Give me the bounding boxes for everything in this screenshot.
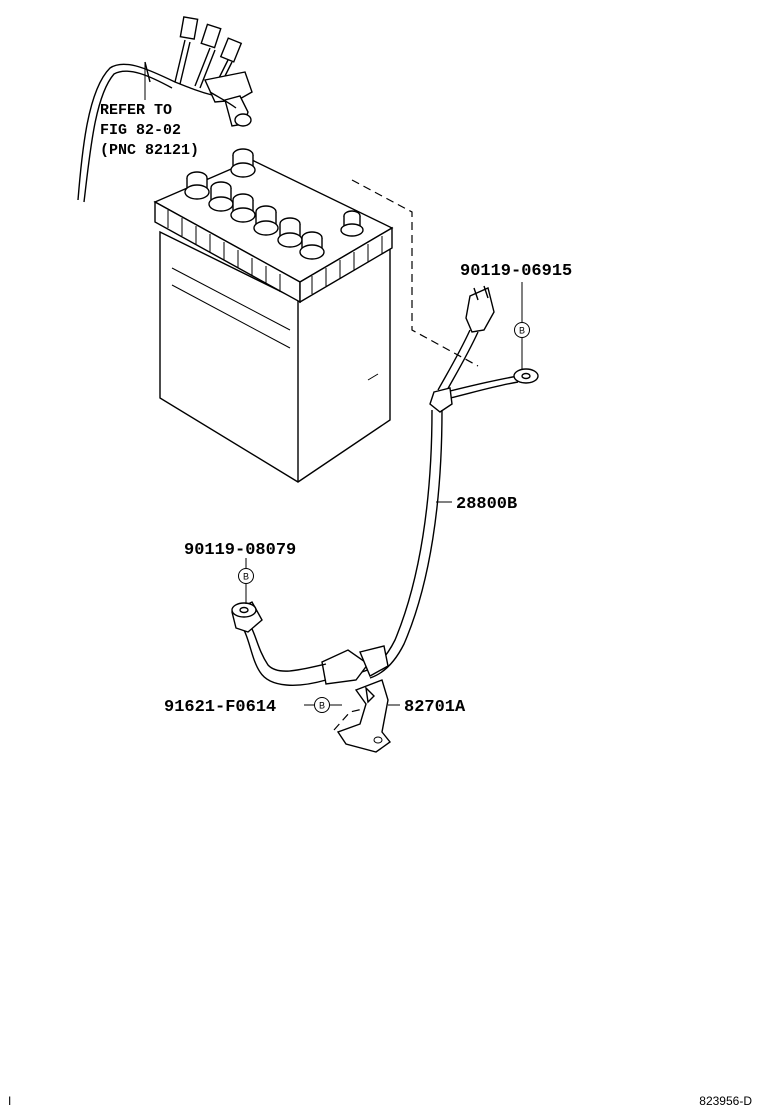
battery-cable-illustration xyxy=(231,285,539,686)
bracket-illustration xyxy=(336,679,392,753)
dashed-guide-battery xyxy=(351,179,479,367)
svg-text:B: B xyxy=(519,326,525,336)
leader-lines xyxy=(144,62,523,706)
svg-text:B: B xyxy=(243,572,249,582)
battery-illustration xyxy=(153,148,394,483)
b-marker-lower: B xyxy=(238,568,254,584)
part-label-82701A[interactable]: 82701A xyxy=(404,698,466,717)
reference-line-3: (PNC 82121) xyxy=(100,142,199,159)
part-label-28800B[interactable]: 28800B xyxy=(456,495,517,514)
diagram-code: 823956-D xyxy=(699,1094,752,1108)
wire-harness-illustration xyxy=(77,16,253,203)
reference-line-1: REFER TO xyxy=(100,102,172,119)
part-label-90119-08079[interactable]: 90119-08079 xyxy=(184,541,296,560)
footer-left-mark: I xyxy=(8,1094,11,1108)
svg-text:B: B xyxy=(319,701,325,711)
part-label-90119-06915[interactable]: 90119-06915 xyxy=(460,262,572,281)
b-marker-clamp: B xyxy=(314,697,330,713)
b-marker-upper: B xyxy=(514,322,530,338)
part-label-91621-F0614[interactable]: 91621-F0614 xyxy=(164,698,276,717)
reference-line-2: FIG 82-02 xyxy=(100,122,181,139)
